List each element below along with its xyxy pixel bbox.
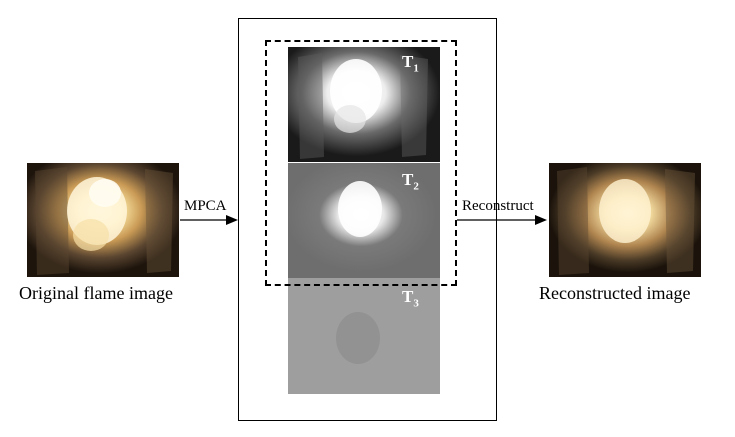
tensor-slice-2 <box>288 163 440 278</box>
original-image-caption: Original flame image <box>19 283 173 303</box>
reconstruct-arrow <box>457 213 549 227</box>
tensor-slice-1-label: T1 <box>402 52 419 75</box>
tensor-slice-1 <box>288 47 440 162</box>
tensor-slice-2-label: T2 <box>402 170 419 193</box>
selected-slices-box <box>265 40 457 286</box>
tensor-slice-3-label: T3 <box>402 287 419 310</box>
tensor-slice-3 <box>288 278 440 394</box>
reconstructed-image-caption: Reconstructed image <box>539 283 691 303</box>
mpca-label: MPCA <box>184 198 227 214</box>
reconstructed-image <box>549 163 701 277</box>
original-flame-image <box>27 163 179 277</box>
reconstruct-label: Reconstruct <box>462 198 534 214</box>
mpca-arrow <box>180 213 240 227</box>
